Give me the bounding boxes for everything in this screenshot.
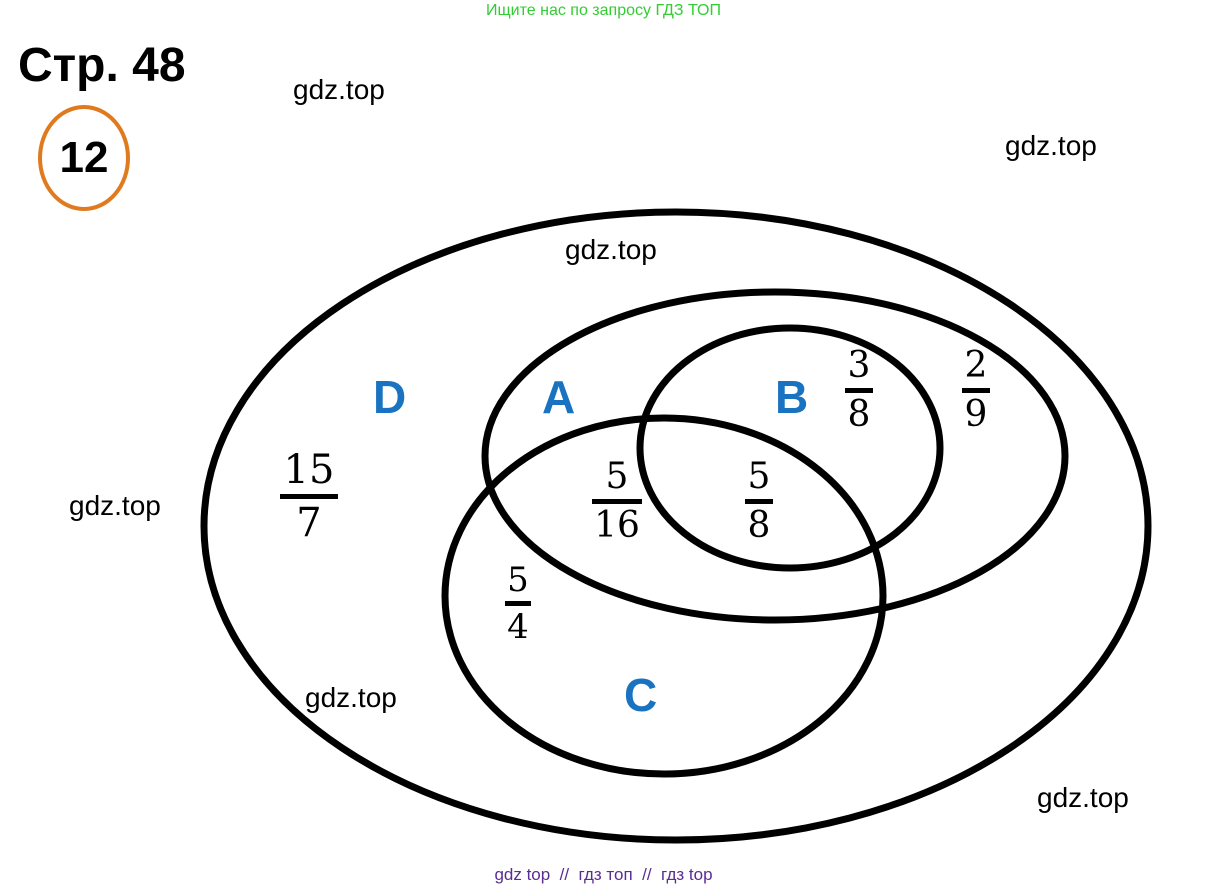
- fraction-a-only: 2 9: [962, 348, 990, 433]
- watermark: gdz.top: [305, 682, 397, 713]
- page-title: Стр. 48: [18, 39, 186, 92]
- fraction-a-and-c: 5 16: [592, 459, 642, 544]
- set-label-d: D: [373, 371, 407, 423]
- set-d-outline: [200, 208, 1152, 844]
- task-number: 12: [59, 133, 109, 182]
- set-b-outline: [636, 324, 944, 572]
- fraction-bar: [505, 601, 531, 606]
- watermark: gdz.top: [69, 490, 161, 521]
- fraction-numerator: 2: [964, 345, 988, 386]
- watermark: gdz.top: [1005, 130, 1097, 161]
- fraction-denominator: 9: [964, 394, 988, 435]
- fraction-numerator: 15: [283, 447, 335, 493]
- set-label-c: C: [624, 669, 658, 721]
- task-number-badge: 12: [38, 105, 130, 211]
- fraction-numerator: 3: [847, 345, 871, 386]
- set-label-a: A: [542, 371, 576, 423]
- fraction-denominator: 4: [507, 607, 529, 647]
- fraction-denominator: 16: [594, 505, 640, 546]
- footer-watermark: gdz top // гдз топ // гдз top: [494, 865, 713, 884]
- fraction-b-and-c: 5 8: [745, 459, 773, 544]
- set-a-outline: [481, 288, 1069, 624]
- fraction-denominator: 8: [847, 394, 871, 435]
- set-label-b: B: [775, 371, 809, 423]
- fraction-bar: [845, 388, 873, 393]
- fraction-b-only: 3 8: [845, 348, 873, 433]
- fraction-bar: [962, 388, 990, 393]
- set-c-outline: [441, 414, 887, 778]
- fraction-d-only: 15 7: [280, 450, 338, 543]
- search-hint: Ищите нас по запросу ГДЗ ТОП: [486, 2, 721, 19]
- fraction-bar: [280, 494, 338, 499]
- watermark: gdz.top: [565, 234, 657, 265]
- fraction-denominator: 8: [747, 505, 771, 546]
- watermark: gdz.top: [1037, 782, 1129, 813]
- watermark: gdz.top: [293, 74, 385, 105]
- fraction-c-only: 5 4: [505, 563, 531, 644]
- fraction-denominator: 7: [296, 500, 322, 546]
- fraction-bar: [745, 499, 773, 504]
- fraction-numerator: 5: [747, 456, 771, 497]
- fraction-numerator: 5: [605, 456, 629, 497]
- fraction-bar: [592, 499, 642, 504]
- fraction-numerator: 5: [507, 560, 529, 600]
